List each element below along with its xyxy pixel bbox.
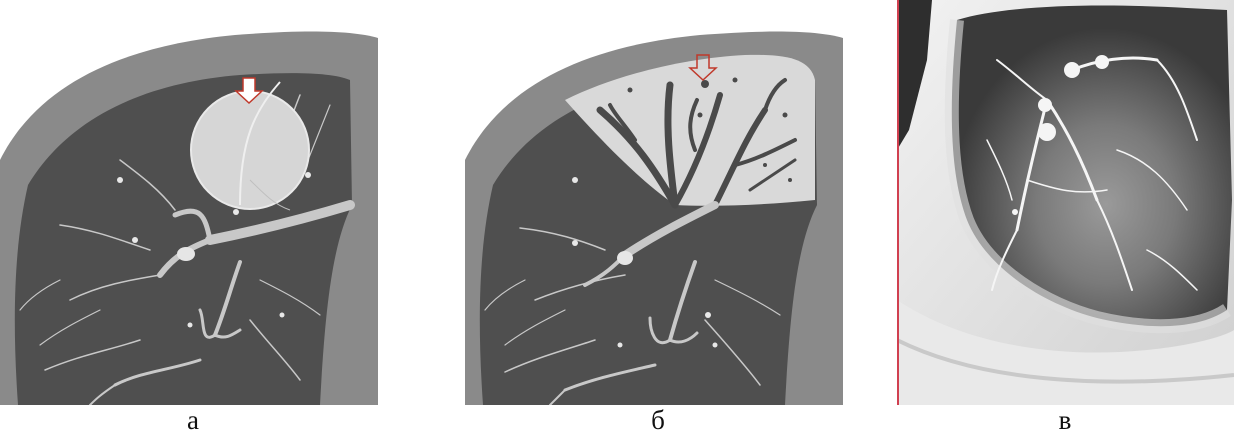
vessel-cross-section <box>177 247 195 261</box>
schematic-lung-nodule <box>0 0 385 405</box>
panel-a <box>0 0 385 405</box>
schematic-lung-consolidation <box>465 0 850 405</box>
panel-a-label: а <box>173 405 213 435</box>
ct-lung-ground-glass <box>897 0 1234 405</box>
vessel-cross-section <box>617 251 633 265</box>
panel-b-label: б <box>638 405 678 435</box>
panel-c <box>897 0 1234 405</box>
panel-c-label: в <box>1045 405 1085 435</box>
nodule <box>191 91 309 209</box>
panel-b <box>465 0 850 405</box>
